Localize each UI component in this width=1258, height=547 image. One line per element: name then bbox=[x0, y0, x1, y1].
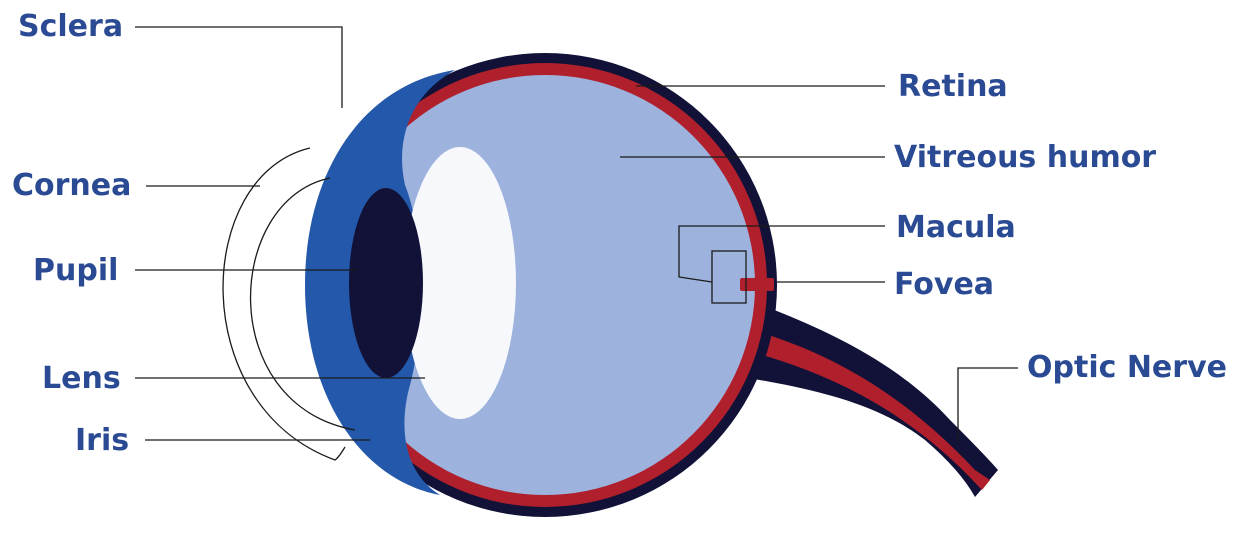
cornea-outer-outline bbox=[222, 147, 346, 461]
lens-shape bbox=[404, 147, 516, 419]
retina-label: Retina bbox=[898, 69, 1008, 104]
fovea-notch bbox=[740, 278, 774, 291]
fovea-label: Fovea bbox=[894, 267, 994, 302]
pupil-label: Pupil bbox=[33, 253, 118, 288]
pupil-shape bbox=[349, 188, 423, 378]
optic-nerve-leader-line bbox=[957, 367, 1018, 440]
sclera-label: Sclera bbox=[18, 9, 123, 44]
iris-label: Iris bbox=[75, 423, 129, 458]
sclera-leader-line bbox=[135, 26, 343, 108]
macula-label: Macula bbox=[896, 210, 1016, 245]
fovea-bracket bbox=[711, 250, 747, 304]
vitreous-label: Vitreous humor bbox=[894, 140, 1156, 175]
optic-nerve-core bbox=[752, 330, 990, 490]
cornea-label: Cornea bbox=[12, 168, 131, 203]
lens-label: Lens bbox=[42, 361, 121, 396]
macula-leader-line bbox=[678, 225, 885, 283]
anterior-opening bbox=[278, 148, 340, 460]
cornea-inner-outline bbox=[249, 177, 356, 431]
optic-nerve-label: Optic Nerve bbox=[1027, 350, 1227, 385]
